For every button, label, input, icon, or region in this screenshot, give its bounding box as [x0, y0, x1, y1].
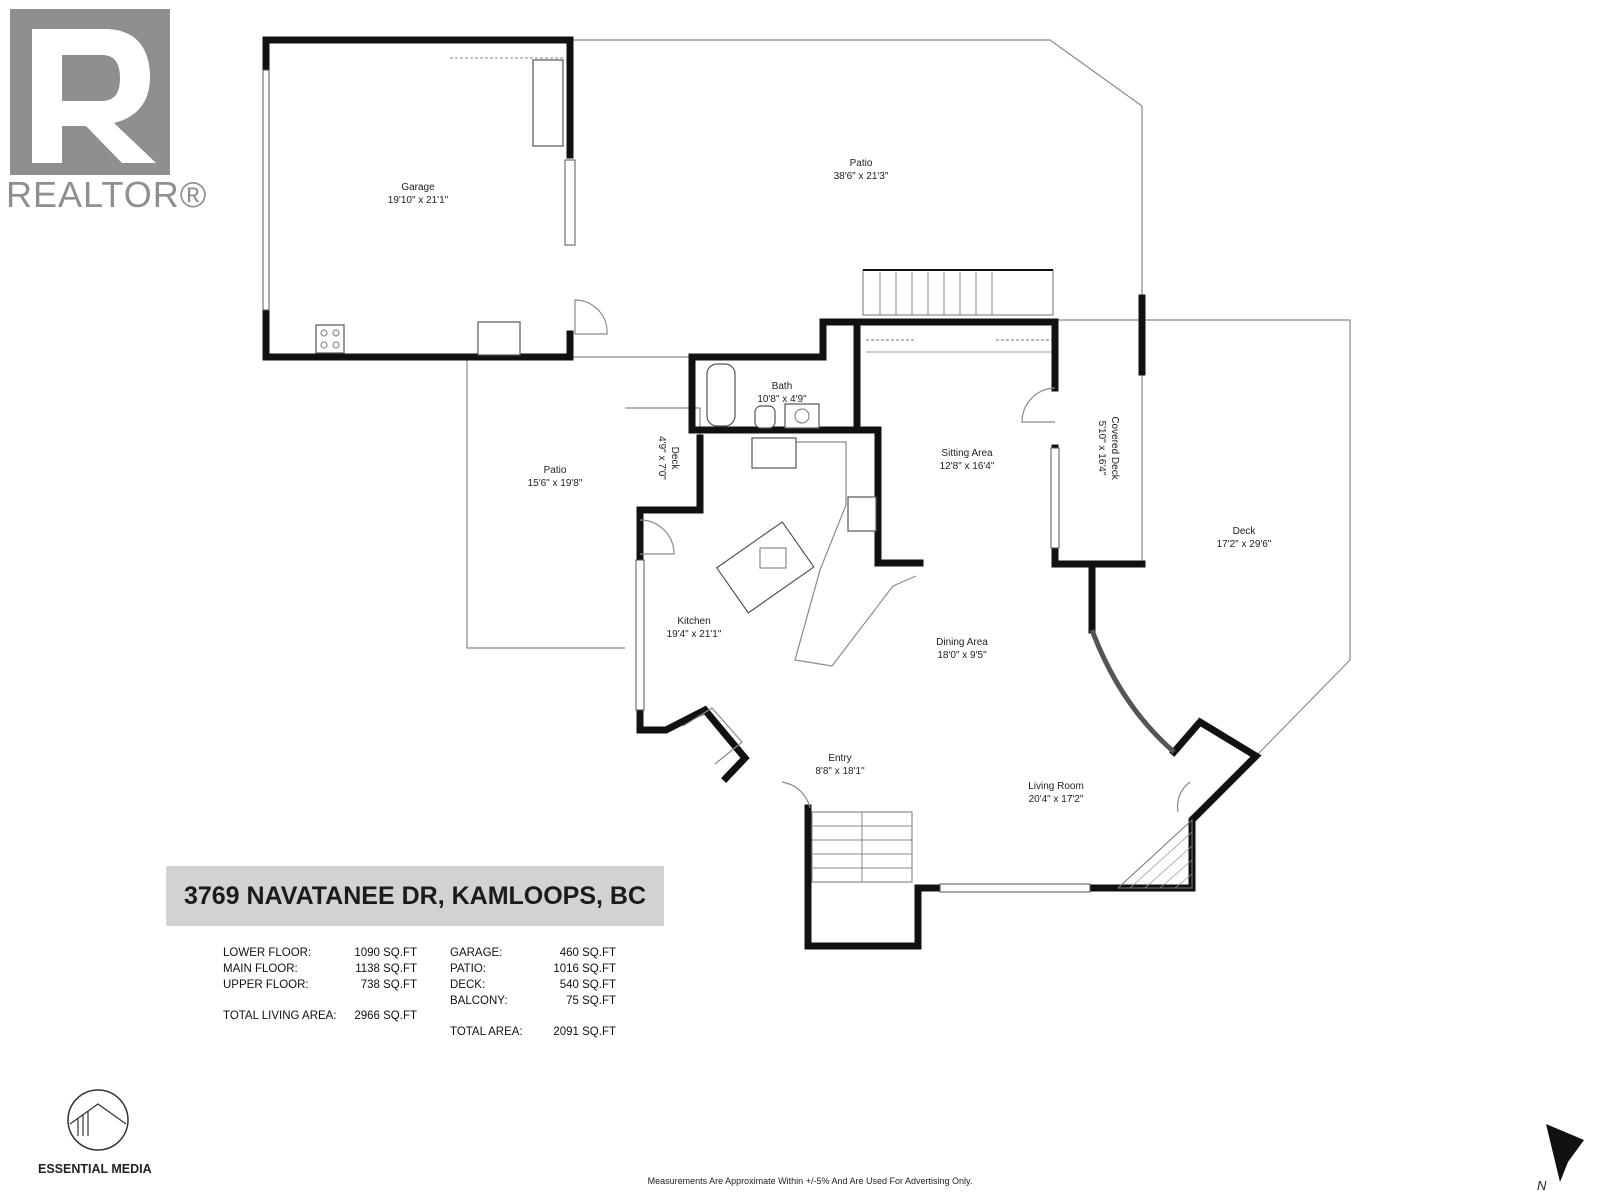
- stat-main-floor: MAIN FLOOR:1138 SQ.FT: [223, 963, 417, 975]
- kitchen-sink-counter: [751, 437, 797, 469]
- stat-lower-floor: LOWER FLOOR:1090 SQ.FT: [223, 947, 417, 959]
- room-dining-dims: 18'0" x 9'5": [937, 650, 987, 661]
- sitting-window: [1050, 447, 1060, 549]
- garage-appliance: [477, 321, 521, 356]
- north-label: N: [1537, 1178, 1547, 1193]
- stat-total-area: TOTAL AREA:2091 SQ.FT: [450, 1026, 616, 1038]
- kitchen-left-wall: [636, 434, 750, 783]
- stat-total-living: TOTAL LIVING AREA:2966 SQ.FT: [223, 1010, 417, 1022]
- living-window: [939, 883, 1091, 893]
- room-upper-patio-name: Patio: [850, 158, 873, 169]
- stat-deck: DECK:540 SQ.FT: [450, 979, 616, 991]
- living-bay-window: [1089, 629, 1176, 754]
- area-stats-right: GARAGE:460 SQ.FT PATIO:1016 SQ.FT DECK:5…: [450, 947, 616, 1042]
- room-small-deck-dims: 4'9" x 7'0": [656, 436, 667, 480]
- garage-window: [564, 159, 576, 246]
- room-kitchen-dims: 19'4" x 21'1": [667, 629, 722, 640]
- area-stats-left: LOWER FLOOR:1090 SQ.FT MAIN FLOOR:1138 S…: [223, 947, 417, 1026]
- stat-upper-floor: UPPER FLOOR:738 SQ.FT: [223, 979, 417, 991]
- stat-balcony: BALCONY:75 SQ.FT: [450, 995, 616, 1007]
- sitting-door-swing: [1021, 387, 1056, 423]
- disclaimer-text: Measurements Are Approximate Within +/-5…: [647, 1176, 973, 1186]
- realtor-logo-text: REALTOR®: [6, 174, 208, 215]
- room-sitting-dims: 12'8" x 16'4": [940, 461, 995, 472]
- room-bath-name: Bath: [772, 381, 793, 392]
- room-sitting-name: Sitting Area: [941, 448, 993, 459]
- garage-door-swing: [574, 299, 608, 335]
- room-bath-dims: 10'8" x 4'9": [757, 394, 807, 405]
- balcony-door-swing: [1176, 781, 1191, 813]
- room-kitchen-name: Kitchen: [677, 616, 710, 627]
- garage-shelf: [532, 59, 564, 147]
- room-covered-deck-dims: 5'10" x 16'4": [1096, 421, 1107, 476]
- room-small-deck-name: Deck: [669, 447, 680, 471]
- kitchen-right-wall: [853, 426, 924, 567]
- room-labels: Garage 19'10" x 21'1" Patio 38'6" x 21'3…: [388, 158, 1272, 805]
- garage-stove-icon: [315, 324, 345, 354]
- kitchen-window: [635, 559, 645, 711]
- essential-media-label: ESSENTIAL MEDIA: [38, 1162, 152, 1176]
- balcony-stair-hatch: [1116, 818, 1193, 889]
- room-garage-dims: 19'10" x 21'1": [388, 195, 449, 206]
- room-dining-name: Dining Area: [936, 637, 988, 648]
- room-living-dims: 20'4" x 17'2": [1029, 794, 1084, 805]
- room-upper-patio-dims: 38'6" x 21'3": [834, 171, 889, 182]
- garage-side-window: [262, 69, 270, 311]
- toilet: [754, 405, 776, 429]
- upper-hall-wall: [819, 318, 1059, 392]
- top-stairs: [862, 269, 1054, 316]
- room-left-patio-dims: 15'6" x 19'8": [528, 478, 583, 489]
- north-arrow-icon: [1546, 1124, 1584, 1182]
- room-covered-deck-name: Covered Deck: [1109, 416, 1120, 480]
- upper-patio-outline: [570, 39, 1143, 298]
- address-text: 3769 NAVATANEE DR, KAMLOOPS, BC: [183, 881, 647, 910]
- bathtub: [706, 363, 736, 427]
- balcony-wall: [804, 717, 1262, 950]
- stat-garage: GARAGE:460 SQ.FT: [450, 947, 616, 959]
- address-banner: 3769 NAVATANEE DR, KAMLOOPS, BC: [166, 866, 664, 926]
- entry-door-swing: [781, 781, 811, 809]
- essential-media-logo-icon: [67, 1089, 129, 1151]
- bath-sink: [784, 403, 820, 429]
- realtor-logo: [10, 9, 170, 175]
- kitchen-counter: [753, 441, 917, 667]
- room-entry-dims: 8'8" x 18'1": [815, 766, 865, 777]
- deck-outline: [1058, 319, 1351, 757]
- room-entry-name: Entry: [828, 753, 851, 764]
- realtor-r-icon: [32, 29, 156, 163]
- kitchen-stove-icon: [847, 496, 877, 532]
- kitchen-door-swing: [639, 519, 675, 555]
- left-patio-outline: [466, 357, 625, 649]
- room-living-name: Living Room: [1028, 781, 1084, 792]
- room-garage-name: Garage: [401, 182, 435, 193]
- room-deck-name: Deck: [1233, 526, 1257, 537]
- room-deck-dims: 17'2" x 29'6": [1217, 539, 1272, 550]
- room-left-patio-name: Patio: [544, 465, 567, 476]
- stat-patio: PATIO:1016 SQ.FT: [450, 963, 616, 975]
